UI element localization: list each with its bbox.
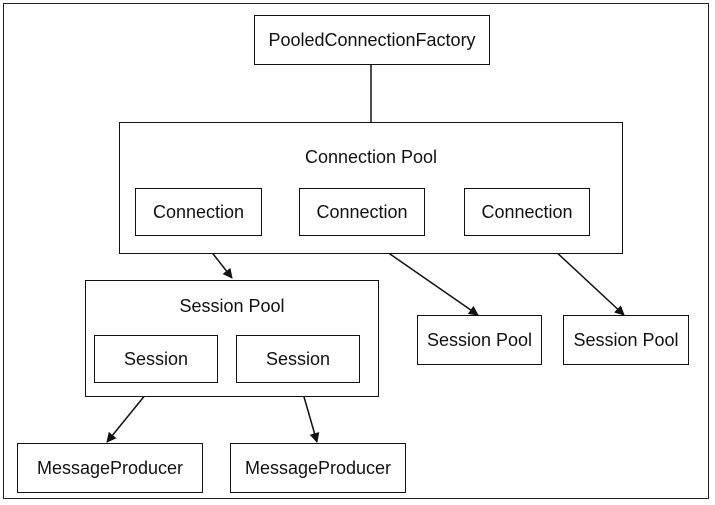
session-label: Session xyxy=(123,348,189,369)
connection-box-3: Connection xyxy=(464,188,590,236)
session-pool-label: Session Pool xyxy=(426,329,533,350)
session-box-1: Session xyxy=(94,335,218,383)
session-pool-label: Session Pool xyxy=(179,296,285,316)
connection-pool-label: Connection Pool xyxy=(304,147,438,167)
diagram-frame xyxy=(3,3,709,499)
session-pool-box-3: Session Pool xyxy=(563,315,689,365)
message-producer-box-1: MessageProducer xyxy=(17,443,203,493)
connection-label: Connection xyxy=(316,201,408,222)
connection-label: Connection xyxy=(152,201,245,222)
connection-label: Connection xyxy=(481,201,573,222)
factory-box: PooledConnectionFactory xyxy=(254,15,490,65)
session-label: Session xyxy=(265,348,331,369)
message-producer-label: MessageProducer xyxy=(36,457,184,478)
connection-box-1: Connection xyxy=(135,188,262,236)
factory-label: PooledConnectionFactory xyxy=(268,29,476,50)
message-producer-box-2: MessageProducer xyxy=(230,443,406,493)
message-producer-label: MessageProducer xyxy=(244,457,392,478)
session-pool-box-2: Session Pool xyxy=(417,315,542,365)
session-pool-label: Session Pool xyxy=(573,329,679,350)
connection-box-2: Connection xyxy=(299,188,425,236)
session-box-2: Session xyxy=(236,335,360,383)
